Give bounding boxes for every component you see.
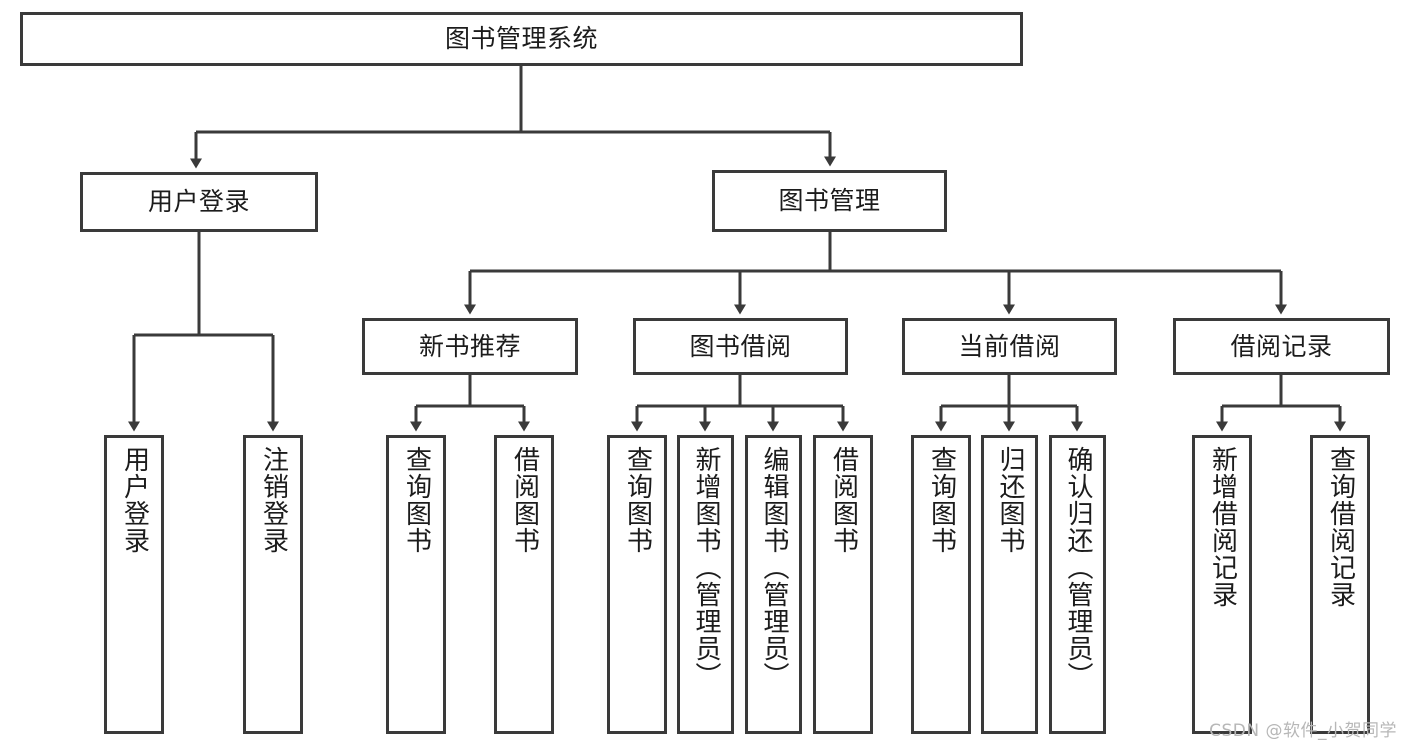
node-leaf-borrow-book-2[interactable]: 借阅图书 (813, 435, 873, 734)
node-root[interactable]: 图书管理系统 (20, 12, 1023, 66)
node-leaf-query-book-3[interactable]: 查询图书 (911, 435, 971, 734)
node-user-login[interactable]: 用户登录 (80, 172, 318, 232)
node-current-borrow-label: 当前借阅 (958, 331, 1061, 361)
node-leaf-return-book[interactable]: 归还图书 (981, 435, 1038, 734)
node-book-management[interactable]: 图书管理 (712, 170, 947, 232)
node-root-label: 图书管理系统 (444, 24, 598, 53)
node-leaf-logout-login[interactable]: 注销登录 (243, 435, 303, 734)
node-leaf-logout-login-label: 注销登录 (258, 446, 289, 554)
node-leaf-add-book-admin[interactable]: 新增图书（管理员） (677, 435, 734, 734)
node-leaf-user-login-label: 用户登录 (119, 446, 150, 554)
node-leaf-return-book-label: 归还图书 (995, 446, 1026, 554)
node-leaf-edit-book-admin[interactable]: 编辑图书（管理员） (745, 435, 802, 734)
node-user-login-label: 用户登录 (147, 187, 250, 216)
node-new-book-recommend[interactable]: 新书推荐 (362, 318, 578, 375)
node-leaf-query-book-1[interactable]: 查询图书 (386, 435, 446, 734)
node-leaf-confirm-return-admin-label: 确认归还（管理员） (1063, 446, 1094, 689)
node-leaf-query-borrow-record-label: 查询借阅记录 (1325, 446, 1356, 608)
node-book-management-label: 图书管理 (778, 186, 881, 215)
node-leaf-query-book-1-label: 查询图书 (401, 446, 432, 554)
node-leaf-add-borrow-record-label: 新增借阅记录 (1207, 446, 1238, 608)
node-leaf-user-login[interactable]: 用户登录 (104, 435, 164, 734)
node-leaf-query-borrow-record[interactable]: 查询借阅记录 (1310, 435, 1370, 734)
node-book-borrow-label: 图书借阅 (689, 331, 792, 361)
node-new-book-recommend-label: 新书推荐 (418, 331, 521, 361)
node-borrow-record[interactable]: 借阅记录 (1173, 318, 1390, 375)
node-leaf-borrow-book-1[interactable]: 借阅图书 (494, 435, 554, 734)
node-leaf-confirm-return-admin[interactable]: 确认归还（管理员） (1049, 435, 1106, 734)
node-leaf-add-borrow-record[interactable]: 新增借阅记录 (1192, 435, 1252, 734)
node-leaf-borrow-book-1-label: 借阅图书 (509, 446, 540, 554)
node-book-borrow[interactable]: 图书借阅 (633, 318, 848, 375)
node-borrow-record-label: 借阅记录 (1230, 331, 1333, 361)
node-leaf-query-book-2-label: 查询图书 (622, 446, 653, 554)
node-leaf-query-book-3-label: 查询图书 (926, 446, 957, 554)
node-leaf-edit-book-admin-label: 编辑图书（管理员） (759, 446, 790, 689)
node-current-borrow[interactable]: 当前借阅 (902, 318, 1117, 375)
node-leaf-add-book-admin-label: 新增图书（管理员） (691, 446, 722, 689)
node-leaf-borrow-book-2-label: 借阅图书 (828, 446, 859, 554)
node-leaf-query-book-2[interactable]: 查询图书 (607, 435, 667, 734)
